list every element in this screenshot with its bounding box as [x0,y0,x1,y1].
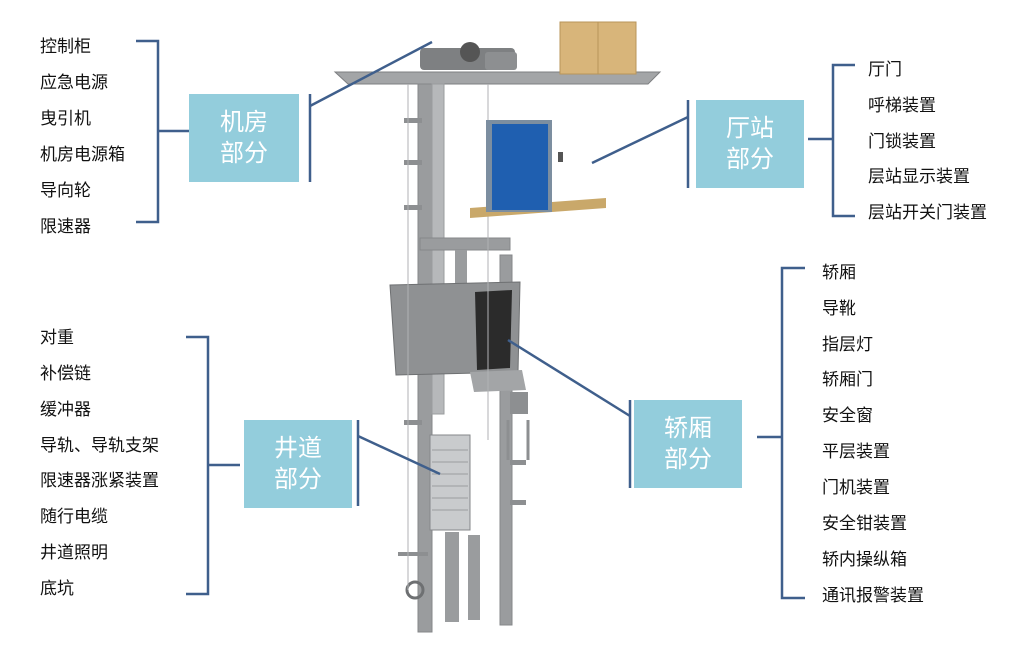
counterweight [429,434,471,531]
list-item: 呼梯装置 [868,96,936,116]
list-item: 安全钳装置 [822,514,907,534]
machine-room-badge: 机房 部分 [189,94,299,182]
list-item: 缓冲器 [40,400,91,420]
elevator-structure [333,21,662,633]
landing-pointer [591,115,689,165]
list-item: 随行电缆 [40,507,108,527]
list-item: 补偿链 [40,364,91,384]
list-item: 应急电源 [40,73,108,93]
list-item: 门机装置 [822,478,890,498]
car-bracket [780,266,805,600]
list-item: 导靴 [822,299,856,319]
list-item: 导轨、导轨支架 [40,436,159,456]
list-item: 安全窗 [822,406,873,426]
list-item: 平层装置 [822,442,890,462]
hoistway-badge: 井道 部分 [244,420,352,508]
list-item: 通讯报警装置 [822,586,924,606]
landing-badge-line2: 部分 [726,145,774,173]
car-badge: 轿厢 部分 [634,400,742,488]
list-item: 层站显示装置 [868,167,970,187]
landing-door [492,124,548,210]
list-item: 限速器 [40,217,91,237]
machine-room-bracket [136,39,160,224]
list-item: 轿厢门 [822,370,873,390]
car-badge-line1: 轿厢 [664,414,712,442]
hoistway-badge-line1: 井道 [274,434,322,462]
landing-bracket [831,63,855,218]
list-item: 对重 [40,328,74,348]
list-item: 控制柜 [40,37,91,57]
hoistway-bracket [186,335,210,596]
car-badge-line2: 部分 [664,445,712,473]
machine-room-badge-line1: 机房 [220,108,268,136]
hoistway-pointer [357,434,441,476]
car-door-opening [475,290,512,370]
list-item: 机房电源箱 [40,145,125,165]
machine-room-badge-line2: 部分 [220,139,268,167]
list-item: 轿厢 [822,263,856,283]
landing-badge: 厅站 部分 [696,100,804,188]
landing-illustration [470,120,606,218]
list-item: 曳引机 [40,109,91,129]
landing-badge-line1: 厅站 [726,114,774,142]
list-item: 导向轮 [40,181,91,201]
list-item: 层站开关门装置 [868,203,987,223]
governor-tension-wheel [405,580,425,600]
machine-room-pointer [309,40,433,108]
car-pointer [507,338,631,418]
list-item: 限速器涨紧装置 [40,471,159,491]
list-item: 底坑 [40,579,74,599]
list-item: 门锁装置 [868,132,936,152]
list-item: 轿内操纵箱 [822,550,907,570]
list-item: 井道照明 [40,543,108,563]
brackets [136,39,855,600]
list-item: 指层灯 [822,335,873,355]
list-item: 厅门 [868,60,902,80]
hoistway-badge-line2: 部分 [274,465,322,493]
